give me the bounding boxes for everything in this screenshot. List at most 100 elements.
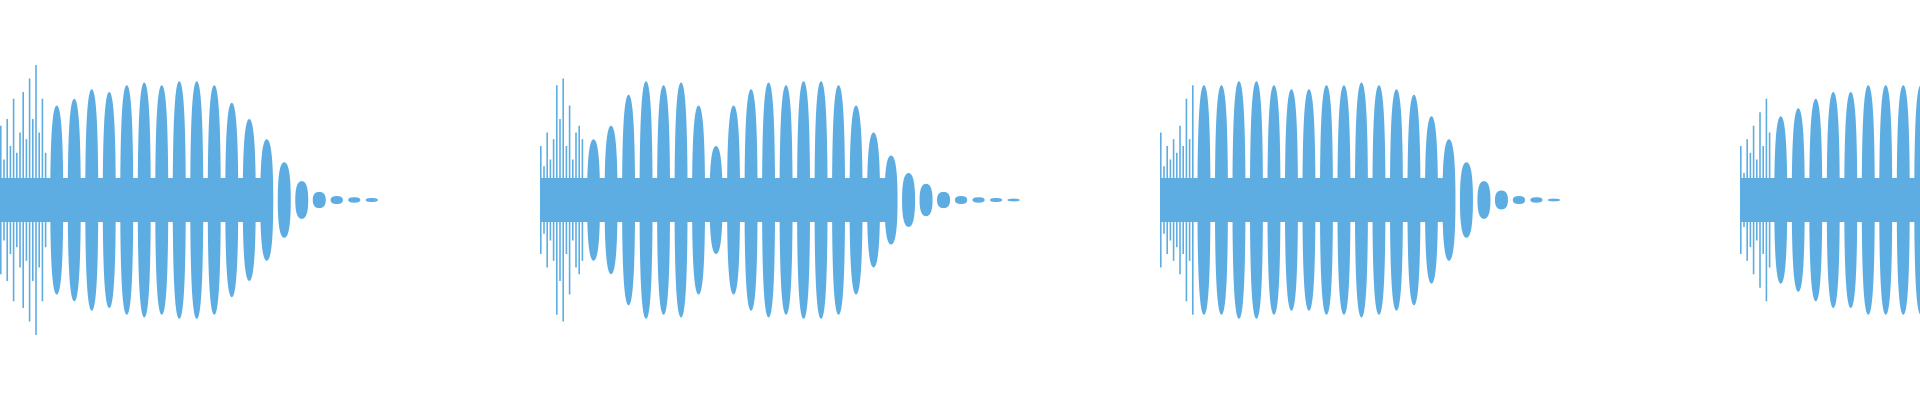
- onset-spike: [578, 125, 580, 275]
- onset-spike: [19, 132, 21, 268]
- waveform-lobe: [1354, 82, 1368, 318]
- onset-spike: [1749, 152, 1752, 248]
- waveform-lobe: [295, 181, 309, 219]
- onset-spike: [575, 132, 577, 268]
- waveform-lobe: [779, 85, 793, 315]
- waveform-lobe: [1477, 181, 1491, 219]
- waveform-lobe: [1372, 85, 1386, 315]
- onset-spike: [1756, 159, 1758, 241]
- onset-spike: [16, 152, 18, 248]
- waveform-lobe: [1424, 116, 1438, 284]
- onset-spike: [12, 98, 15, 302]
- waveform-lobe: [727, 105, 741, 295]
- waveform-lobe: [312, 191, 326, 209]
- onset-spike: [559, 119, 561, 281]
- onset-spike: [1743, 173, 1745, 227]
- waveform-lobe: [849, 105, 863, 295]
- waveform-lobe: [1547, 198, 1561, 202]
- waveform-lobe: [1214, 85, 1228, 315]
- waveform-lobe: [902, 173, 916, 227]
- onset-spike: [1740, 146, 1742, 254]
- waveform-lobe: [1809, 98, 1823, 302]
- onset-spike: [38, 132, 40, 268]
- waveform-lobe: [937, 191, 951, 209]
- waveform-lobe: [1249, 81, 1263, 319]
- onset-spike: [1163, 166, 1165, 234]
- waveform-lobe: [207, 85, 221, 315]
- waveform-lobe: [972, 197, 985, 203]
- onset-spike: [1188, 139, 1191, 261]
- onset-spike: [549, 159, 552, 241]
- waveform-lobe: [67, 98, 81, 302]
- onset-spike: [1762, 146, 1764, 254]
- onset-spike: [35, 65, 37, 335]
- onset-spike: [552, 139, 555, 261]
- waveform-lobe: [1302, 89, 1316, 311]
- waveform-lobe: [622, 94, 636, 306]
- waveform-lobe: [1512, 195, 1526, 205]
- onset-spike: [6, 119, 8, 281]
- onset-spike: [543, 166, 545, 234]
- waveform-lobe: [330, 195, 343, 205]
- waveform-lobe: [1914, 85, 1920, 315]
- waveform-lobe: [1442, 139, 1456, 261]
- waveform-lobe: [884, 155, 898, 245]
- waveform-lobe: [762, 82, 776, 318]
- onset-spike: [556, 85, 558, 315]
- waveform-lobe: [692, 105, 706, 295]
- waveform-lobe: [587, 139, 601, 261]
- onset-spike: [9, 146, 12, 254]
- onset-spike: [1192, 85, 1194, 315]
- waveform-lobe: [172, 81, 186, 319]
- waveform-burst: [0, 65, 378, 335]
- waveform-lobe: [1791, 108, 1805, 292]
- waveform-lobe: [1879, 85, 1893, 315]
- waveform-lobe: [277, 162, 291, 238]
- onset-spike: [1752, 125, 1755, 275]
- waveform-lobe: [120, 85, 134, 315]
- waveform-burst: [1160, 81, 1561, 319]
- onset-spike: [28, 78, 31, 322]
- onset-spike: [1169, 159, 1172, 241]
- onset-spike: [1746, 139, 1748, 261]
- waveform-lobe: [1861, 85, 1875, 315]
- waveform-lobe: [225, 102, 239, 298]
- onset-spike: [1765, 98, 1768, 302]
- waveform-lobe: [657, 85, 671, 315]
- waveform-lobe: [85, 89, 99, 311]
- waveform-lobe: [1337, 85, 1351, 315]
- onset-spike: [568, 105, 571, 295]
- waveform-lobe: [102, 92, 116, 308]
- onset-spike: [1172, 139, 1175, 261]
- onset-spike: [1176, 152, 1178, 248]
- onset-spike: [1182, 146, 1184, 254]
- waveform-lobe: [604, 125, 618, 275]
- waveform-lobe: [709, 146, 723, 254]
- waveform-lobe: [1844, 92, 1858, 308]
- waveform-lobe: [832, 85, 846, 315]
- waveform-lobe: [260, 139, 274, 261]
- waveform-lobe: [1459, 162, 1473, 238]
- onset-spike: [540, 146, 542, 254]
- waveform-burst: [540, 78, 1020, 322]
- waveform-lobe: [1774, 116, 1788, 284]
- waveform-lobe: [814, 81, 828, 319]
- waveform-lobe: [954, 195, 968, 205]
- waveform-lobe: [797, 81, 811, 319]
- waveform-lobe: [744, 89, 758, 311]
- onset-spike: [562, 78, 564, 322]
- onset-spike: [1160, 132, 1162, 268]
- waveform-lobe: [919, 183, 933, 217]
- onset-spike: [565, 146, 568, 254]
- onset-spike: [22, 92, 24, 308]
- waveform-lobe: [1407, 94, 1421, 306]
- onset-spike: [572, 159, 574, 241]
- waveform-lobe: [155, 85, 169, 315]
- waveform-lobe: [1267, 85, 1281, 315]
- waveform-lobe: [639, 81, 653, 319]
- waveform-lobe: [1232, 81, 1246, 319]
- onset-spike: [1179, 125, 1181, 275]
- waveform-lobe: [1494, 190, 1508, 210]
- waveform-lobe: [674, 82, 688, 318]
